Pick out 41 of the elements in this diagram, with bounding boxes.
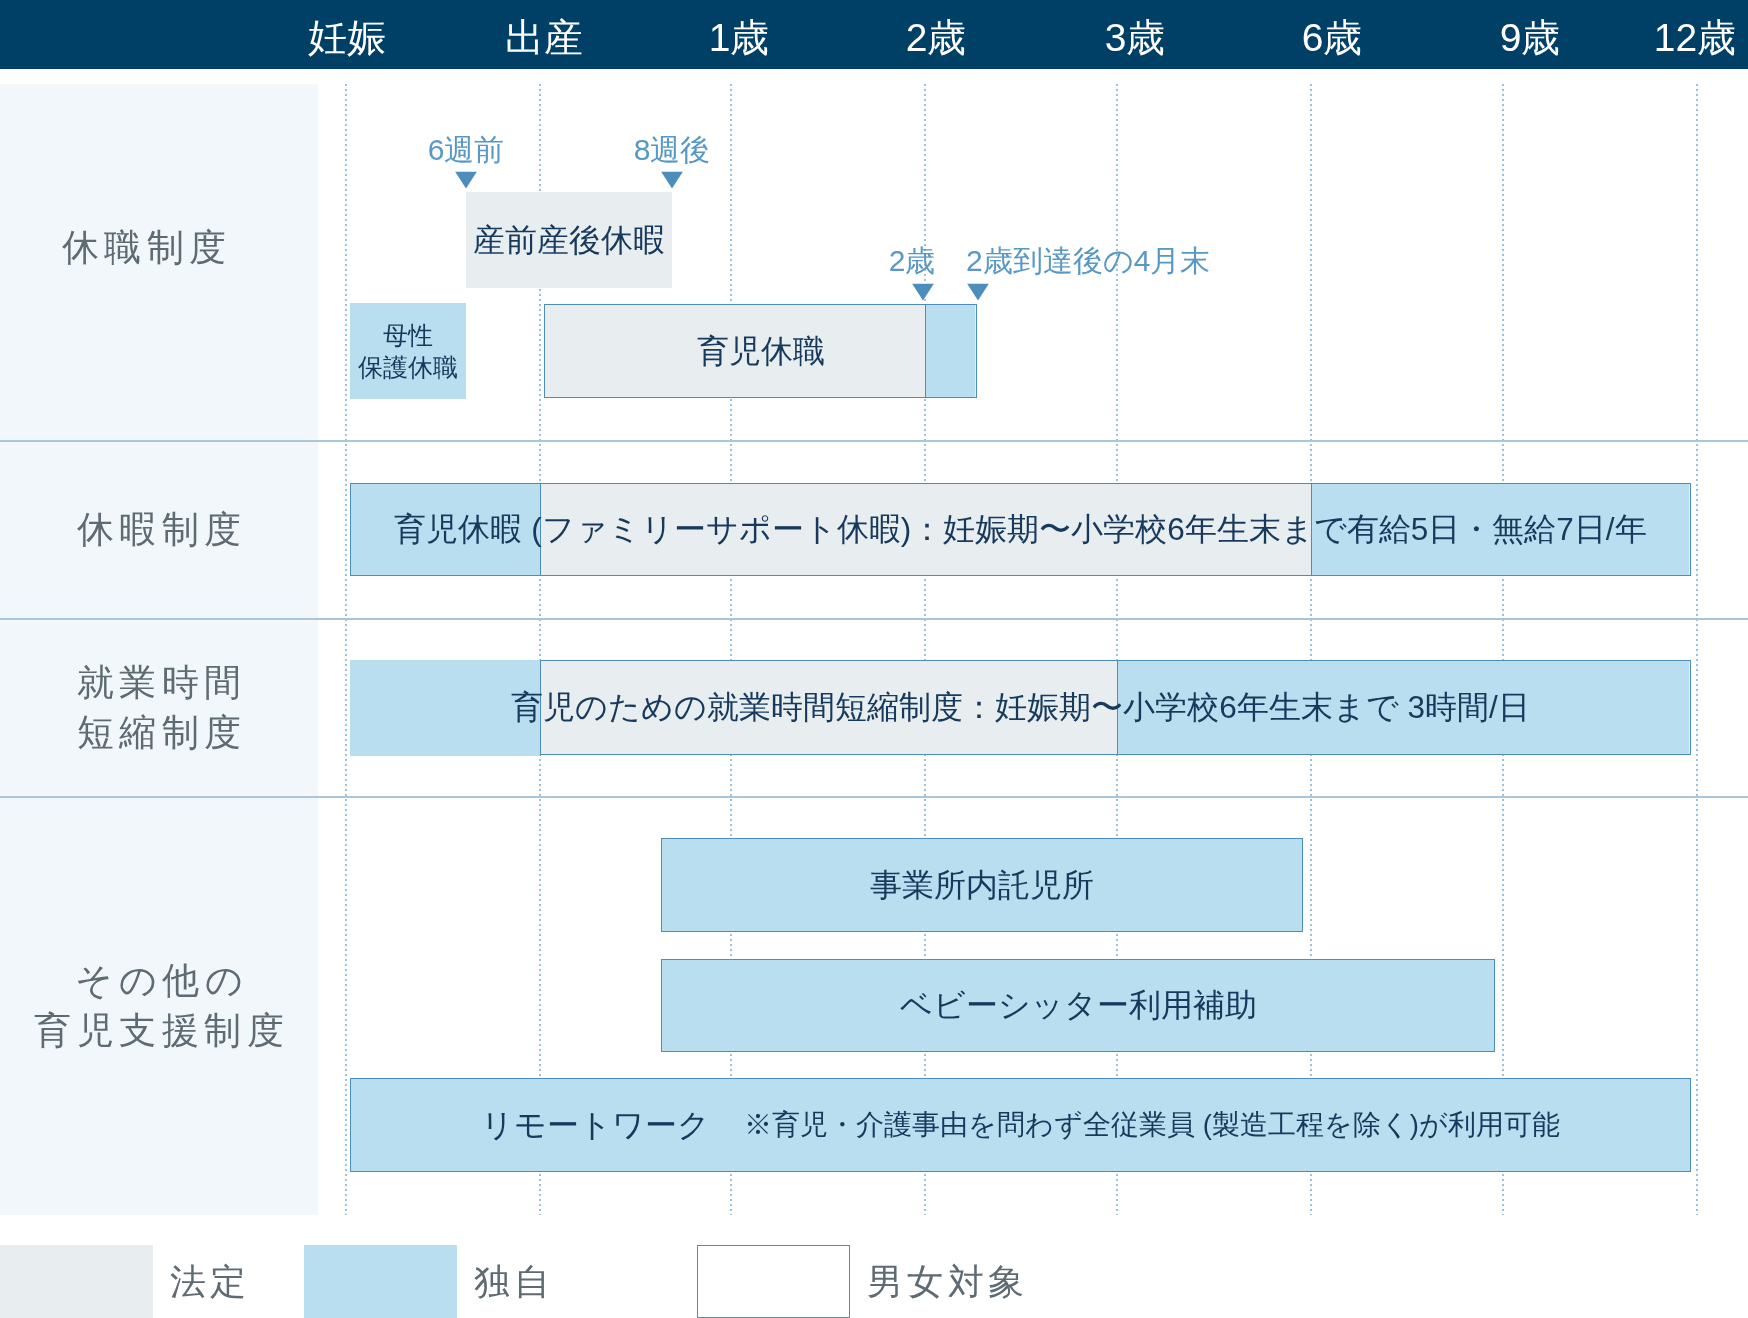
category-cell	[0, 797, 318, 1215]
bar-segment	[351, 484, 541, 575]
timeline-axis-label: 1歳	[708, 15, 770, 61]
timeline-bar	[661, 959, 1495, 1052]
timeline-bar	[350, 303, 466, 399]
marker-label: 6週前	[427, 132, 505, 168]
category-heading: 休職制度	[60, 226, 232, 271]
category-heading: その他の育児支援制度	[33, 959, 290, 1053]
bar-segment	[349, 659, 541, 756]
timeline-bar	[350, 483, 1691, 576]
bar-label: リモートワーク	[481, 1105, 710, 1145]
bar-label: ベビーシッター利用補助	[899, 986, 1257, 1026]
category-heading: 休暇制度	[75, 507, 247, 552]
timeline-bar	[661, 838, 1303, 932]
timeline-bar	[466, 192, 672, 288]
category-heading: 就業時間短縮制度	[75, 660, 247, 755]
timeline-axis-label: 3歳	[1104, 15, 1166, 61]
marker-label: 2歳到達後の4月末	[966, 243, 1211, 279]
timeline-axis-label: 12歳	[1653, 15, 1737, 61]
timeline-axis-label: 9歳	[1499, 15, 1561, 61]
bar-label: 母性保護休職	[358, 319, 458, 383]
legend-label: 法定	[170, 1259, 251, 1304]
timeline-bar	[350, 1078, 1691, 1172]
timeline-axis-label: 2歳	[905, 15, 967, 61]
bar-note: ※育児・介護事由を問わず全従業員 (製造工程を除く)が利用可能	[744, 1108, 1560, 1143]
marker-label: 8週後	[633, 132, 711, 168]
timeline-axis-label: 6歳	[1301, 15, 1363, 61]
bar-segment	[1311, 484, 1689, 575]
bar-label: 事業所内託児所	[870, 865, 1094, 905]
timeline-axis-label: 出産	[505, 15, 583, 61]
timeline-bar	[544, 304, 977, 398]
category-cell	[0, 84, 318, 440]
bar-label: 産前産後休暇	[473, 220, 665, 260]
bar-segment	[925, 305, 975, 397]
legend-label: 男女対象	[867, 1259, 1029, 1304]
category-cell	[0, 441, 318, 618]
marker-label: 2歳	[888, 243, 936, 279]
legend-label: 独自	[474, 1259, 555, 1304]
bar-label: 育児休職	[696, 331, 825, 371]
timeline-axis-label: 妊娠	[308, 15, 386, 61]
category-cell	[0, 619, 318, 796]
